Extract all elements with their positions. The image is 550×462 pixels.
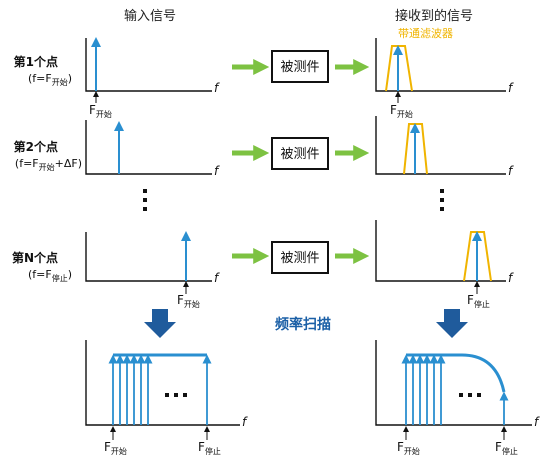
sweep-down-arrow-left bbox=[144, 309, 176, 338]
sweep-result-received: f F开始 F停止 bbox=[375, 340, 540, 456]
axis-f-label: f bbox=[214, 271, 220, 285]
row-label-3: 第N个点 (f=F停止) bbox=[12, 250, 72, 283]
received-signal-header: 接收到的信号 bbox=[395, 8, 473, 24]
input-plot-row-3: f F开始 bbox=[85, 231, 220, 309]
row-formula: (f=F开始+ΔF) bbox=[15, 157, 82, 172]
f-stop-label: F停止 bbox=[467, 293, 490, 309]
axis-f-label: f bbox=[534, 415, 540, 429]
axis-f-label: f bbox=[242, 415, 248, 429]
input-plot-row-2: f bbox=[85, 120, 220, 178]
row-label-1: 第1个点 (f=F开始) bbox=[14, 54, 72, 87]
row-formula: (f=F停止) bbox=[28, 268, 72, 283]
flow-row-1: 被测件 bbox=[232, 50, 370, 83]
f-start-label: F开始 bbox=[104, 440, 127, 456]
axes bbox=[85, 120, 212, 175]
bandpass-filter-label: 带通滤波器 bbox=[398, 27, 453, 40]
horizontal-ellipsis bbox=[459, 393, 481, 397]
f-stop-label: F停止 bbox=[198, 440, 221, 456]
axes bbox=[85, 340, 240, 426]
dut-label: 被测件 bbox=[280, 60, 319, 75]
dut-box bbox=[271, 137, 329, 170]
axes bbox=[375, 220, 506, 282]
row-formula: (f=F开始) bbox=[28, 72, 72, 87]
row-title: 第N个点 bbox=[12, 250, 58, 265]
dut-box bbox=[271, 241, 329, 274]
dut-label: 被测件 bbox=[280, 147, 319, 162]
row-title: 第1个点 bbox=[14, 54, 58, 69]
input-signal-header: 输入信号 bbox=[124, 8, 176, 24]
axes bbox=[375, 116, 506, 175]
sweep-down-arrow-right bbox=[436, 309, 468, 338]
horizontal-ellipsis bbox=[165, 393, 187, 397]
axes bbox=[85, 38, 212, 92]
vertical-ellipsis-left bbox=[143, 189, 147, 211]
f-start-label: F开始 bbox=[397, 440, 420, 456]
row-label-2: 第2个点 (f=F开始+ΔF) bbox=[14, 139, 82, 172]
axes bbox=[375, 38, 506, 92]
flow-row-3: 被测件 bbox=[232, 241, 370, 274]
f-start-label: F开始 bbox=[390, 103, 413, 119]
axis-f-label: f bbox=[508, 81, 514, 95]
response-envelope bbox=[406, 353, 506, 393]
f-start-label: F开始 bbox=[177, 293, 200, 309]
axis-f-label: f bbox=[508, 271, 514, 285]
f-start-label: F开始 bbox=[89, 103, 112, 119]
axes bbox=[375, 340, 532, 426]
received-plot-row-1: f F开始 bbox=[375, 38, 514, 119]
axis-f-label: f bbox=[214, 81, 220, 95]
f-stop-label: F停止 bbox=[495, 440, 518, 456]
vertical-ellipsis-right bbox=[440, 189, 444, 211]
dut-label: 被测件 bbox=[280, 251, 319, 266]
row-title: 第2个点 bbox=[14, 139, 58, 154]
input-plot-row-1: f F开始 bbox=[85, 37, 220, 119]
received-plot-row-3: f F停止 bbox=[375, 220, 514, 309]
dut-box bbox=[271, 50, 329, 83]
axis-f-label: f bbox=[214, 164, 220, 178]
sweep-result-input: f F开始 F停止 bbox=[85, 340, 248, 456]
received-plot-row-2: f bbox=[375, 116, 514, 178]
flow-row-2: 被测件 bbox=[232, 137, 370, 170]
axis-f-label: f bbox=[508, 164, 514, 178]
frequency-sweep-label: 频率扫描 bbox=[275, 316, 331, 333]
axes bbox=[85, 232, 212, 282]
